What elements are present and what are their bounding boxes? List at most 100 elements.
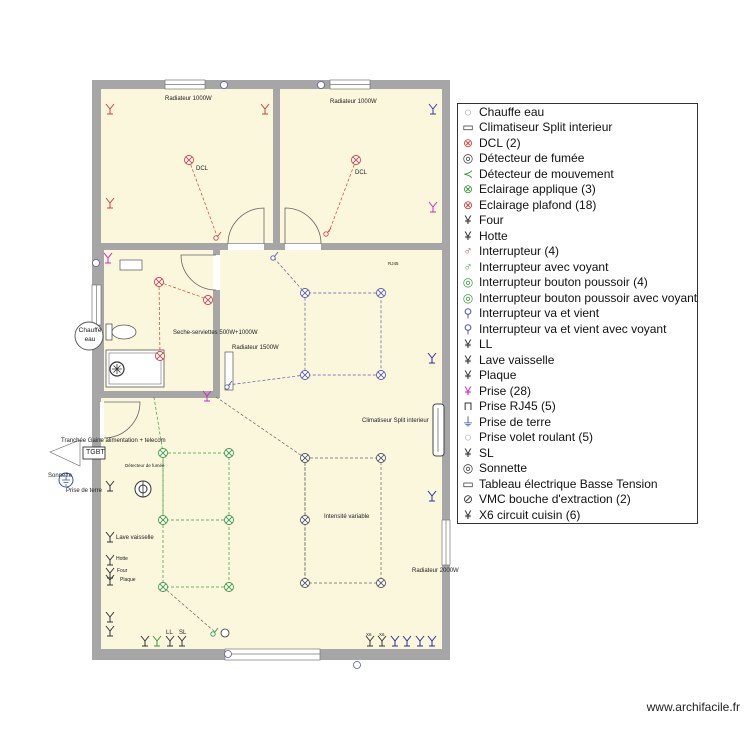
legend-label: Interrupteur bouton poussoir (4)	[479, 275, 648, 290]
legend-label: Eclairage applique (3)	[479, 182, 596, 197]
legend-label: DCL (2)	[479, 135, 521, 150]
legend-label: Interrupteur va et vient avec voyant	[479, 321, 667, 336]
legend-row: ¥ LL	[458, 337, 493, 353]
tgbt-label: TGBT	[86, 449, 105, 456]
legend-label: Prise de terre	[479, 414, 552, 429]
legend-row: ⊓Prise RJ45 (5)	[458, 399, 555, 415]
trench-label: Tranchée Gaine alimentation + telecom	[61, 438, 166, 444]
legend-row: ¥ Four	[458, 213, 504, 229]
tgbt-panel	[49, 439, 106, 467]
legend-row: ♂Interrupteur (4)	[458, 244, 560, 260]
x6-label-a: X6	[366, 632, 372, 637]
water-heater-label-line2: eau	[84, 335, 96, 343]
legend-row: ⊗ Eclairage plafond (18)	[458, 197, 596, 213]
legend-label: Eclairage plafond (18)	[479, 197, 597, 212]
legend-label: Interrupteur (4)	[479, 244, 560, 259]
smoke-detector-icon: ◎	[462, 151, 474, 166]
legend-label: Climatiseur Split interieur	[479, 120, 613, 135]
legend-row: ◌Prise volet roulant (5)	[458, 430, 593, 446]
smoke-detector	[134, 480, 152, 498]
radiator-label-top-left: Radiateur 1000W	[165, 96, 212, 102]
legend-row: ◌Chauffe eau	[458, 104, 544, 120]
hob-label: Plaque	[120, 577, 136, 583]
water-heater	[74, 321, 104, 351]
ac-label: Climatiseur Split interieur	[362, 418, 429, 424]
radiator-1500-label: Radiateur 1500W	[232, 345, 279, 351]
wall-light-icon: ⊗	[462, 182, 474, 197]
legend-label: Chauffe eau	[479, 104, 545, 119]
ceiling-light-icon: ⊗	[462, 197, 474, 212]
legend-label: Interrupteur va et vient	[479, 306, 600, 321]
legend-row: ⊗ Eclairage applique (3)	[458, 182, 596, 198]
radiator-label-top-right: Radiateur 1000W	[330, 99, 377, 105]
legend-row: ¥ Hotte	[458, 228, 508, 244]
windows	[91, 79, 451, 661]
sl-icon: ¥	[464, 445, 472, 460]
radiators	[224, 351, 234, 391]
outlet-icon: ¥	[464, 383, 472, 398]
legend-label: Lave vaisselle	[479, 352, 555, 367]
radiator-2000-label: Radiateur 2000W	[412, 568, 459, 574]
legend-row: ¥ X6 circuit cuisin (6)	[458, 507, 581, 523]
legend-row: ¥Lave vaisselle	[458, 352, 555, 368]
legend-row: ⚲ Interrupteur va et vient	[458, 306, 599, 322]
hood-icon: ¥	[464, 228, 472, 243]
legend-row: ¥ SL	[458, 445, 494, 461]
legend-row: ⚲ Interrupteur va et vient avec voyant	[458, 321, 667, 337]
dcl-label-left: DCL	[196, 166, 209, 172]
sl-label: SL	[179, 630, 187, 636]
dishwasher-label: Lave vaisselle	[116, 535, 154, 541]
oven-icon: ¥	[464, 213, 472, 228]
legend-row: ♂Interrupteur avec voyant	[458, 259, 609, 275]
sink	[119, 259, 143, 271]
toilet	[105, 323, 137, 341]
ll-label: LL	[166, 630, 173, 636]
legend-label: Hotte	[479, 228, 508, 243]
shutter-outlets	[92, 81, 361, 669]
legend-label: Plaque	[479, 368, 517, 383]
legend-label: X6 circuit cuisin (6)	[479, 507, 581, 522]
water-heater-label-line1: Chauffe	[78, 327, 102, 334]
x6-icon: ¥	[464, 507, 472, 522]
legend-label: VMC bouche d'extraction (2)	[479, 492, 631, 507]
footer-brand[interactable]: www.archifacile.fr	[646, 700, 740, 714]
split-ac-unit	[432, 403, 445, 457]
legend-label: Tableau électrique Basse Tension	[479, 476, 658, 491]
motion-detector-icon: ≺	[462, 166, 474, 181]
hood-label: Hotte	[116, 556, 128, 562]
legend-label: Four	[479, 213, 504, 228]
two-way-switch-light-icon: ⚲	[463, 321, 473, 336]
legend-row: ▭ Climatiseur Split interieur	[458, 120, 612, 136]
shower	[105, 349, 165, 388]
legend-row: ◎Interrupteur bouton poussoir avec voyan…	[458, 290, 697, 306]
panel-icon: ▭	[462, 476, 474, 491]
two-way-switch-icon: ⚲	[463, 306, 473, 321]
dcl-label-right: DCL	[355, 170, 368, 176]
legend-row: ⊗DCL (2)	[458, 135, 521, 151]
push-button-icon: ◎	[462, 275, 474, 290]
shutter-outlet-icon: ◌	[464, 430, 472, 445]
ll-icon: ¥	[464, 337, 472, 352]
earth-label: Prise de terre	[66, 488, 103, 494]
legend-row: ◎ Détecteur de fumée	[458, 151, 585, 167]
legend: ◌Chauffe eau▭Climatiseur Split interieur…	[457, 103, 698, 524]
legend-label: SL	[479, 445, 494, 460]
towel-dryer-label: Seche-serviettes 500W+1000W	[173, 330, 258, 336]
legend-label: Détecteur de fumée	[479, 151, 585, 166]
push-button-light-icon: ◎	[462, 290, 474, 305]
legend-row: ▭ Tableau électrique Basse Tension	[458, 476, 658, 492]
legend-row: ¥ Plaque	[458, 368, 517, 384]
bell-label: Sonnette	[48, 473, 73, 479]
legend-label: Sonnette	[479, 461, 528, 476]
legend-row: ≺Détecteur de mouvement	[458, 166, 614, 182]
hob-icon: ¥	[464, 368, 472, 383]
split-ac-icon: ▭	[462, 120, 474, 135]
legend-row: ⊘VMC bouche d'extraction (2)	[458, 492, 631, 508]
rj45-icon: ⊓	[463, 399, 473, 414]
dimmer-label: Intensité variable	[324, 514, 370, 520]
earth-icon: ⏚	[461, 415, 474, 430]
wiring-red	[158, 159, 357, 357]
bell-icon: ◎	[462, 461, 474, 476]
legend-label: LL	[479, 337, 493, 352]
